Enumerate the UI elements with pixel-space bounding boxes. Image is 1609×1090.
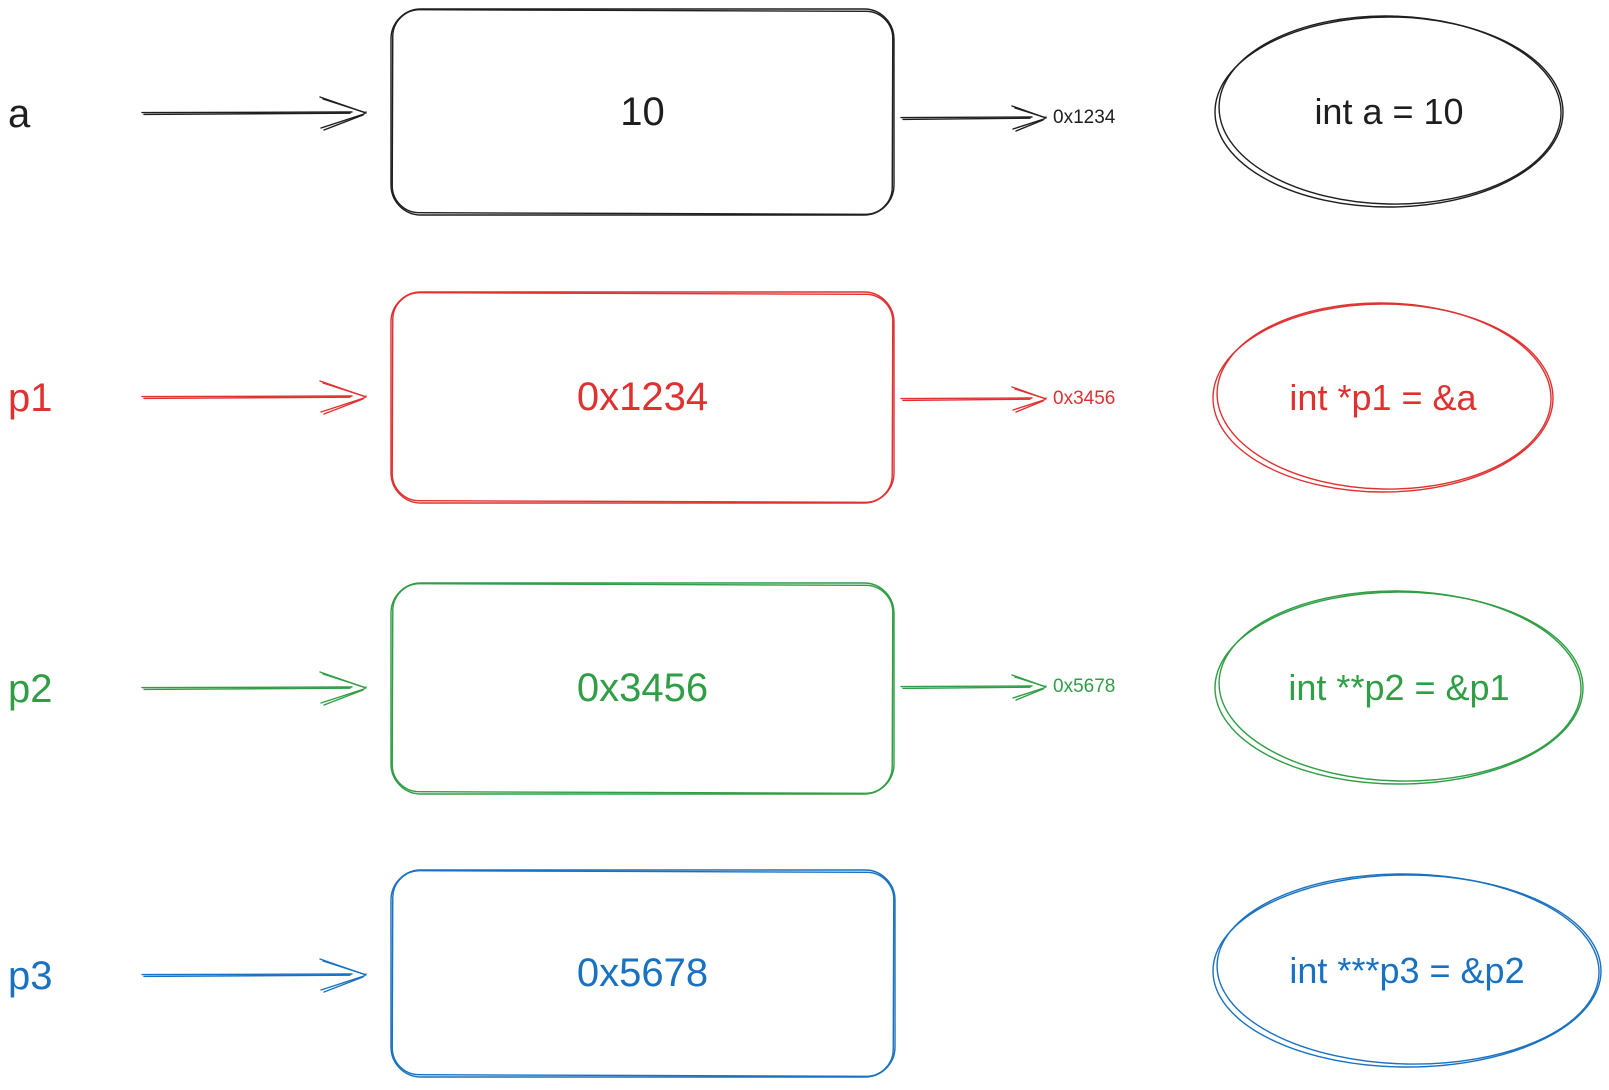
var-label-a: a [8, 92, 31, 136]
declaration-ellipse-outline-echo [1216, 302, 1552, 490]
address-label-p2: 0x5678 [1053, 676, 1116, 697]
var-label-p1: p1 [8, 376, 53, 420]
var-label-p3: p3 [8, 954, 53, 998]
declaration-ellipse-text-a: int a = 10 [1314, 91, 1464, 132]
row-p2-sketch [141, 582, 1584, 795]
value-box-outline-echo [391, 9, 894, 215]
value-box-text-p1: 0x1234 [576, 375, 709, 419]
value-box-text-p2: 0x3456 [576, 666, 709, 710]
value-box-outline-echo [391, 292, 894, 503]
value-box-outline-echo [391, 583, 894, 794]
var-label-p2: p2 [8, 667, 53, 711]
value-box-outline [390, 291, 895, 504]
value-box-outline [390, 869, 896, 1078]
declaration-ellipse-outline [1214, 591, 1584, 785]
declaration-ellipse-outline-echo [1218, 15, 1562, 205]
value-box-outline [390, 8, 895, 216]
declaration-ellipse-text-p3: int ***p3 = &p2 [1289, 950, 1525, 991]
declaration-ellipse-outline [1212, 874, 1602, 1068]
row-a-sketch [141, 8, 1564, 216]
declaration-ellipse-text-p1: int *p1 = &a [1289, 377, 1477, 418]
value-box-text-a: 10 [620, 89, 665, 134]
row-p1-sketch [141, 291, 1554, 504]
value-box-outline [390, 582, 895, 795]
declaration-ellipse-outline [1214, 16, 1564, 208]
declaration-ellipse-outline [1212, 303, 1554, 493]
declaration-ellipse-outline-echo [1216, 873, 1600, 1065]
value-box-text-p3: 0x5678 [576, 951, 709, 995]
address-label-p1: 0x3456 [1053, 388, 1116, 409]
declaration-ellipse-outline-echo [1218, 590, 1582, 782]
row-p3-sketch [141, 869, 1602, 1078]
declaration-ellipse-text-p2: int **p2 = &p1 [1288, 667, 1510, 708]
value-box-outline-echo [391, 870, 895, 1077]
address-label-a: 0x1234 [1053, 107, 1116, 128]
